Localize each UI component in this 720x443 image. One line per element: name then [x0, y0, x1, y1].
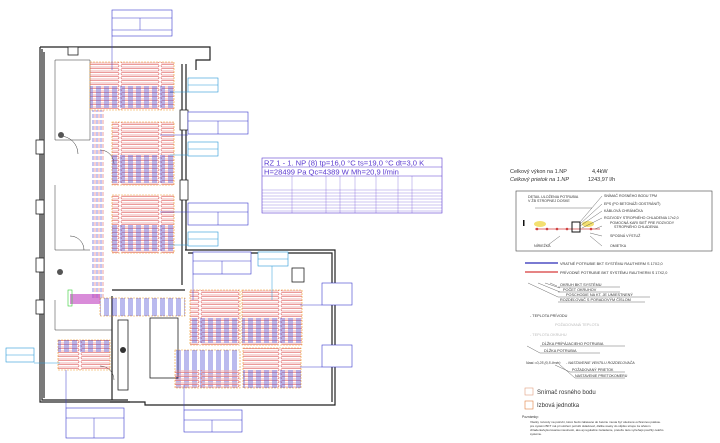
legend-temp-other: - TEPLOTA OKRUHU: [530, 333, 567, 337]
pipe-laying-detail: DETAIL ULOŽENIA POTRUBIA V ŽB STROPNEJ D…: [515, 190, 713, 252]
note-line: pre systém BKT má pri uložení potrubí sk…: [530, 423, 651, 428]
circuit-labels: [5, 9, 353, 439]
legend-length-item: DĹŽKA POTRUBIA: [544, 348, 577, 353]
detail-label: OMIETKA: [610, 244, 627, 248]
detail-label: POMOCNÁ KARI SIEŤ PRE ROZVODY: [610, 220, 675, 225]
legend-circuit-item: ROZDEĽOVAČ S PORADOVÝM ČÍSLOM: [560, 297, 631, 302]
detail-subtitle: V ŽB STROPNEJ DOSKE: [528, 198, 570, 203]
legend-circuit-item: POSCHODIE NA KT. JE UMIESTNENÝ: [566, 293, 633, 297]
detail-label: KÁBLOVÁ CHRÁNIČKA: [604, 208, 644, 213]
legend-valve-item: NASTAVENIE PRIETOKOMERU: [575, 374, 628, 378]
legend-dew-sensor: Snímač rosného bodu: [537, 390, 596, 396]
total-power-label: Celkový výkon na 1.NP: [510, 169, 567, 175]
legend-circuit-item: POČET OKRUHOV: [563, 287, 597, 292]
kitchen-counter: [117, 319, 129, 391]
legend: VRATNÉ POTRUBIE BKT SYSTÉMU RAUTHERM S 1…: [524, 261, 667, 410]
total-power-value: 4,4kW: [592, 169, 608, 175]
detail-label: STROPNÉHO CHLADENIA: [614, 224, 659, 229]
legend-temp-supply: - TEPLOTA PRÍVODU: [530, 314, 568, 318]
detail-label: SNÍMAČ ROSNÉHO BODU TPM: [604, 193, 657, 198]
total-flow-label: Celkový prietok na 1.NP: [510, 177, 569, 183]
table-title-line1: RZ 1 - 1. NP (8) tp=16,0 °C ts=19,0 °C d…: [264, 159, 424, 168]
notes-title: Poznámky:: [522, 415, 539, 419]
table-title-line2: H=28499 Pa Qc=4389 W Mh=20,9 l/min: [264, 168, 399, 177]
legend-temp-room: POŽADOVANÁ TEPLOTA: [555, 322, 600, 327]
note-line: chladenia/vykurovania miestnosti, ako aj…: [530, 428, 664, 432]
detail-label: NÍRIEŽKA: [534, 243, 551, 248]
room-unit-symbol: [524, 400, 534, 410]
sink: [291, 267, 305, 283]
legend-valve-item: - NASTAVENIE VENTILU ROZDEĽOVAČA: [566, 360, 635, 365]
total-flow-value: 1243,97 l/h: [588, 177, 615, 183]
manifold: [70, 294, 100, 304]
detail-title: DETAIL ULOŽENIA POTRUBIA: [528, 194, 579, 199]
detail-label: EPS (PO BETONÁŽI ODSTRÁNIŤ): [604, 201, 660, 206]
detail-label: ROZVODY STROPNÉHO CHLADENIA 17x2,0: [604, 215, 679, 220]
legend-circuit-item: OKRUH BKT SYSTÉMU: [560, 282, 602, 287]
kitchen-island: [149, 317, 179, 379]
chimney: [67, 46, 79, 56]
detail-label: SPODNÁ VÝSTUŽ: [610, 233, 641, 238]
legend-supply-pipe: PRÍVODNÉ POTRUBIE BKT SYSTÉMU RAUTHERM S…: [560, 270, 667, 275]
legend-length-item: DĹŽKA PRÍPÁJACIEHO POTRUBIA: [542, 341, 604, 346]
dew-sensor-symbol: [524, 387, 534, 396]
legend-valve-item: POŽADOVANÝ PRIETOK: [572, 367, 614, 372]
note-line: Všetky rozvody na potrubí, ktoré budú za…: [530, 420, 661, 424]
notes: Poznámky: Všetky rozvody na potrubí, kto…: [522, 415, 664, 436]
legend-return-pipe: VRATNÉ POTRUBIE BKT SYSTÉMU RAUTHERM S 1…: [560, 261, 663, 266]
legend-valve-prefix: Nast.=0,25 (0,5 l/min): [526, 361, 560, 365]
legend-room-unit: Izbová jednotka: [537, 403, 580, 409]
note-line: systému.: [530, 432, 542, 436]
heating-zones: [57, 61, 303, 389]
building-walls: [35, 46, 336, 406]
manifold-summary-table: RZ 1 - 1. NP (8) tp=16,0 °C ts=19,0 °C d…: [261, 157, 443, 214]
